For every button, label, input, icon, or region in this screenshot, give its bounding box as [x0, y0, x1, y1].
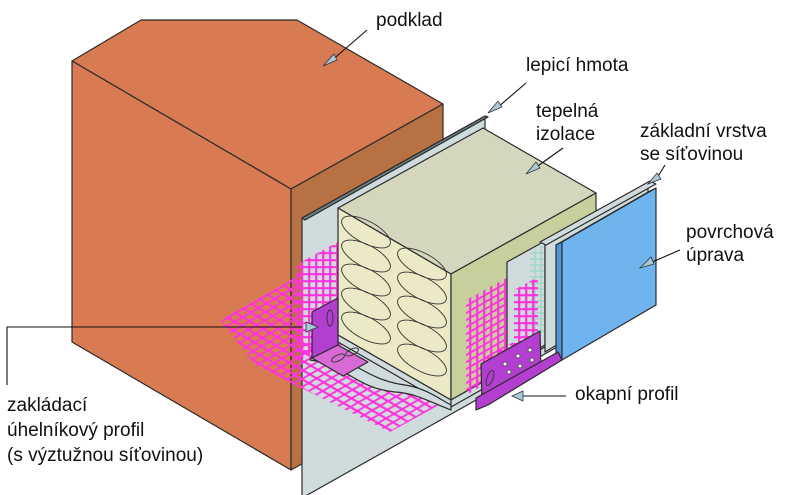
label-substrate: podklad — [376, 10, 443, 31]
adhesive-top-edge — [301, 115, 489, 221]
finish-panel — [561, 187, 657, 361]
start-profile-slot — [331, 353, 345, 363]
arrowhead-insulation — [525, 161, 541, 175]
label-finish-line1: povrchová — [686, 222, 774, 243]
arrowhead-base-coat — [646, 172, 662, 185]
insulation-fibres — [341, 215, 447, 377]
label-insulation-line1: tepelná — [536, 101, 599, 122]
insulation-fibre — [397, 343, 447, 377]
arrowhead-substrate — [322, 53, 338, 67]
label-start-profile-line1: zakládací — [7, 395, 88, 416]
label-finish-line2: úprava — [686, 245, 745, 266]
label-start-profile-line3: (s výztužnou síťovinou) — [7, 445, 204, 466]
leader-insulation — [534, 147, 564, 169]
insulation-fibre — [341, 311, 391, 345]
start-profile-slot — [326, 309, 334, 327]
start-profile — [311, 297, 369, 377]
label-start-profile-line2: úhelníkový profil — [7, 420, 145, 441]
label-base-coat-line1: základní vrstva — [640, 121, 767, 142]
leader-adhesive — [496, 82, 527, 109]
base-coat-top-edge — [539, 180, 657, 246]
arrowhead-drip-profile — [511, 390, 524, 402]
leader-start-profile — [6, 326, 302, 385]
start-profile-slot — [345, 347, 359, 357]
drip-profile-holes — [502, 347, 535, 375]
drip-profile-slot — [485, 369, 495, 387]
leader-substrate — [329, 29, 368, 63]
finish-layer — [555, 187, 657, 364]
finish-front-edge — [555, 241, 563, 364]
leader-lines — [6, 29, 681, 402]
arrowhead-adhesive — [487, 100, 503, 114]
leader-finish — [649, 249, 681, 264]
label-base-coat-line2: se síťovinou — [640, 144, 744, 165]
arrowhead-start-profile — [305, 321, 320, 333]
label-insulation-line2: izolace — [536, 124, 596, 145]
label-adhesive: lepicí hmota — [526, 55, 629, 76]
drip-profile — [475, 330, 563, 411]
drip-profile-bottom — [475, 351, 563, 411]
label-drip-profile: okapní profil — [575, 384, 679, 405]
arrowhead-finish — [638, 256, 655, 269]
